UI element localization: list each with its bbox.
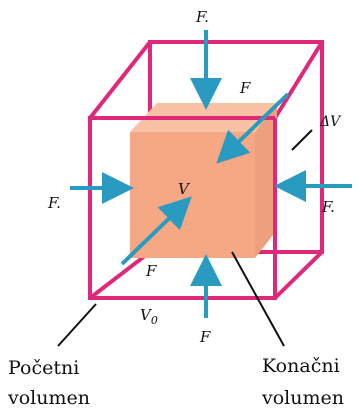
label-force-right: F. — [321, 198, 335, 216]
pointer-lines — [57, 129, 313, 347]
pointer-initial — [57, 303, 97, 347]
force-arrows — [70, 30, 352, 318]
label-force-bottom: F — [199, 328, 211, 346]
pointer-delta-v — [291, 129, 313, 151]
outer-cube-edge-bl — [88, 250, 152, 300]
inner-cube-side-face — [255, 103, 277, 258]
label-force-left: F. — [47, 194, 61, 212]
label-delta-v: ΔV — [319, 114, 342, 130]
outer-cube-edge-br — [273, 250, 324, 300]
label-force-upper-diagonal: F — [239, 79, 251, 97]
label-force-top: F. — [195, 8, 209, 26]
caption-final-line2: volumen — [261, 387, 344, 409]
label-volume-final: V — [178, 180, 191, 198]
label-volume-initial: V0 — [140, 306, 158, 327]
arrow-lower-diagonal — [120, 196, 192, 266]
pointer-final — [231, 251, 285, 347]
outer-cube-edge-tr — [273, 40, 324, 120]
label-force-lower-diagonal: F — [145, 262, 157, 280]
caption-initial-line1: Početni — [8, 357, 79, 379]
arrow-upper-diagonal — [216, 92, 290, 164]
caption-initial-line2: volumen — [7, 387, 90, 409]
caption-final-line1: Konačni — [262, 355, 340, 377]
outer-cube-edge-tl — [88, 40, 152, 120]
